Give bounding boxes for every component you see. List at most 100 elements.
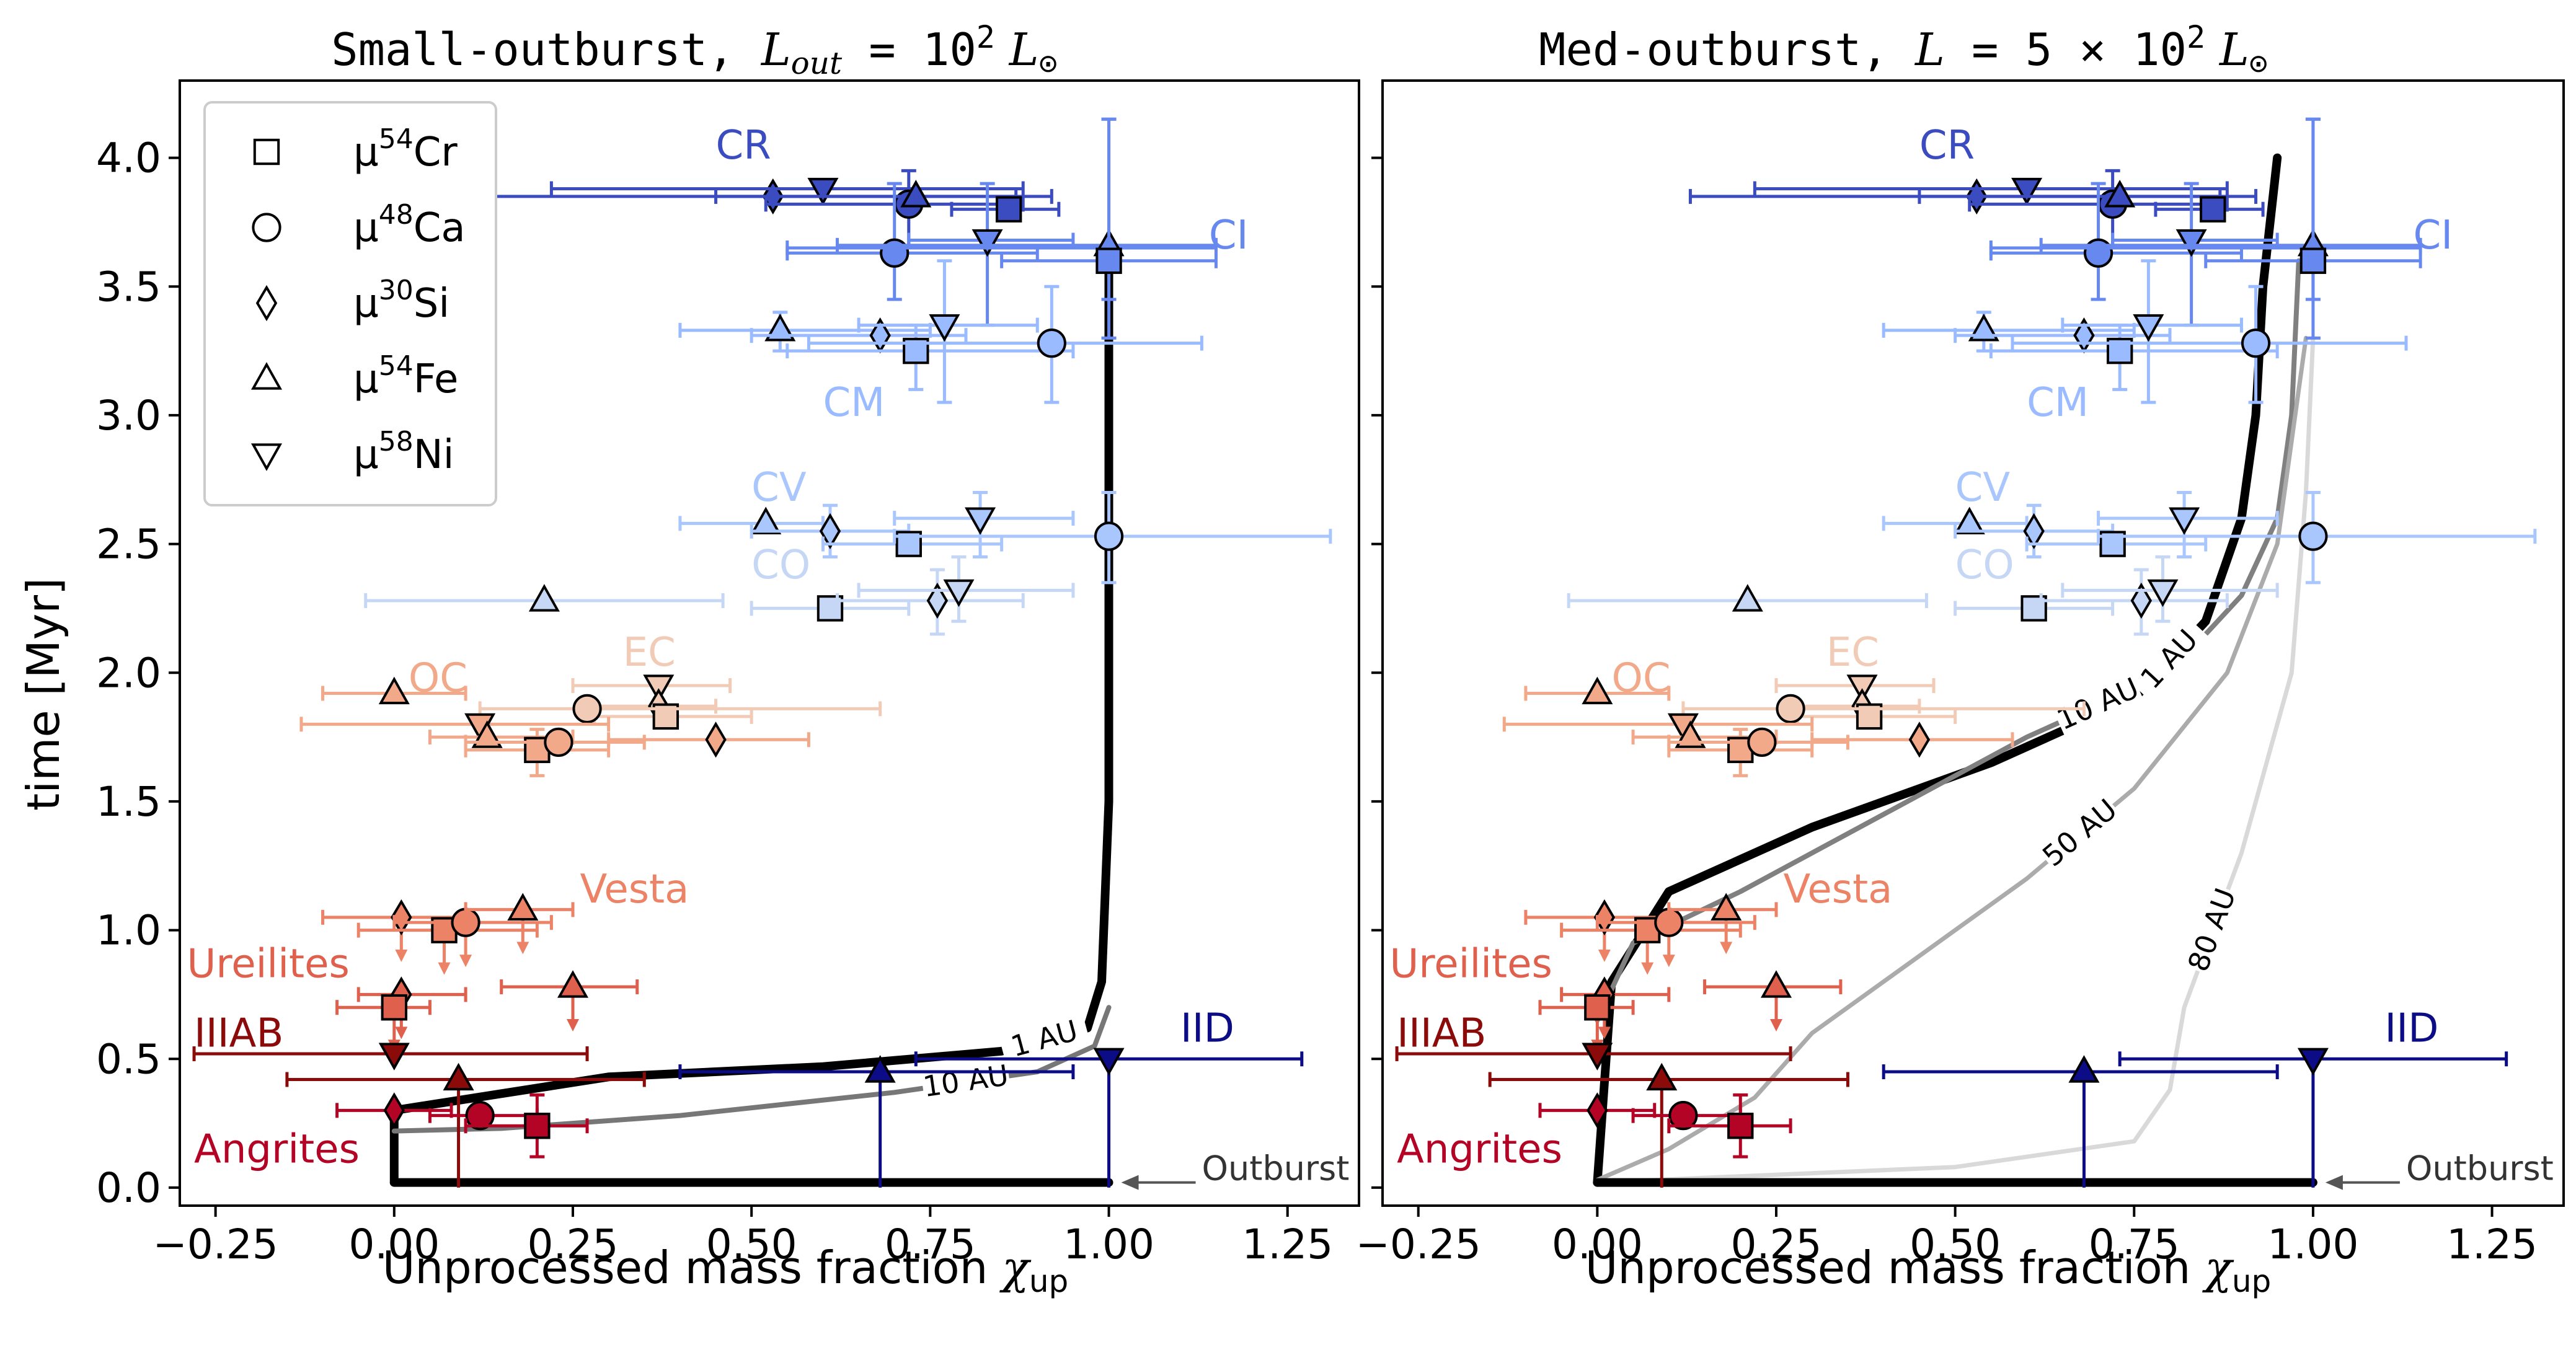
meteorite-group-cr xyxy=(485,169,1061,250)
data-point-square xyxy=(817,595,844,622)
meteorite-group-cv xyxy=(678,491,1332,585)
data-point-triangle-down xyxy=(2169,507,2200,535)
data-point-triangle-up xyxy=(1582,676,1613,705)
data-point-triangle-down xyxy=(643,674,675,702)
data-point-circle xyxy=(2083,238,2113,268)
group-label-ec: EC xyxy=(1826,630,1879,676)
legend-entry: μ58Ni xyxy=(353,426,454,478)
outburst-label: Outburst xyxy=(2406,1149,2554,1188)
meteorite-group-angrites xyxy=(1538,1092,1792,1159)
group-label-ureilites: Ureilites xyxy=(1390,942,1552,987)
x-axis-label-right: Unprocessed mass fraction χup xyxy=(1585,1242,2272,1299)
panel-title-left-sun: ⊙ xyxy=(1039,45,1058,81)
data-point-diamond xyxy=(2130,582,2153,619)
data-point-diamond xyxy=(2023,513,2045,549)
data-point-triangle-up xyxy=(1646,1062,1678,1091)
x-tick-label-right: 0.25 xyxy=(1731,1221,1822,1268)
curve-label-bg xyxy=(2127,615,2210,701)
panel-title-left-end: L xyxy=(995,24,1039,76)
x-tick-label-left: 0.75 xyxy=(885,1221,976,1268)
outburst-arrow-head xyxy=(2325,1175,2343,1190)
x-tick-label-left: 0.50 xyxy=(706,1221,797,1268)
group-label-iiiab: IIIAB xyxy=(194,1011,283,1057)
y-tick-label: 0.5 xyxy=(96,1035,161,1083)
data-point-triangle-up xyxy=(1711,893,1742,921)
meteorite-group-ci xyxy=(1989,117,2422,340)
meteorite-group-oc xyxy=(299,676,810,777)
curve-label: 50 AU xyxy=(2036,792,2123,873)
data-point-circle xyxy=(880,238,910,268)
data-point-triangle-down xyxy=(929,314,960,342)
x-tick-label-right: 0.50 xyxy=(1910,1221,2001,1268)
curve-label-bg xyxy=(2051,670,2144,735)
legend-marker-square xyxy=(253,138,280,166)
data-point-triangle-up xyxy=(1760,970,1792,998)
meteorite-group-ureilites xyxy=(1538,970,1843,1053)
upper-limit-arrow-head xyxy=(1598,949,1611,962)
group-label-cm: CM xyxy=(823,380,885,426)
data-point-square xyxy=(995,196,1022,223)
y-tick-label: 3.5 xyxy=(96,263,161,311)
data-point-square xyxy=(1095,247,1122,274)
data-point-square xyxy=(2299,247,2327,274)
group-label-iid: IID xyxy=(1180,1005,1234,1051)
upper-limit-arrow-head xyxy=(395,1027,408,1040)
panel-title-left-sup: 2 xyxy=(976,19,995,55)
meteorite-group-iid xyxy=(1882,1048,2508,1188)
data-point-triangle-up xyxy=(528,584,560,612)
data-point-diamond xyxy=(819,513,841,549)
x-tick-label-right: 0.75 xyxy=(2089,1221,2180,1268)
group-label-ec: EC xyxy=(623,630,676,676)
upper-limit-arrow-head xyxy=(1598,1027,1611,1040)
data-point-circle xyxy=(2241,329,2271,358)
data-point-diamond xyxy=(926,582,949,619)
outburst-arrow-head xyxy=(1121,1175,1139,1190)
x-axis-label-left: Unprocessed mass fraction χup xyxy=(383,1242,1069,1299)
data-point-triangle-up xyxy=(2104,180,2136,208)
panel-title-left-sub: out xyxy=(791,45,843,81)
x-tick-label-left: 0.00 xyxy=(348,1221,440,1268)
data-point-triangle-down xyxy=(2297,1048,2329,1076)
panel-title-right-math: L xyxy=(1914,24,1945,76)
panel-title-right-end: L xyxy=(2205,24,2249,76)
group-label-ci: CI xyxy=(1209,213,1249,258)
data-point-triangle-up xyxy=(507,893,539,921)
meteorite-group-iiiab xyxy=(192,1043,646,1188)
data-point-circle xyxy=(465,1101,495,1131)
x-tick-label-left: −0.25 xyxy=(153,1221,278,1268)
data-point-triangle-down xyxy=(2175,229,2207,257)
y-tick-label: 1.5 xyxy=(96,778,161,826)
upper-limit-arrow-head xyxy=(516,942,529,955)
data-point-triangle-down xyxy=(2133,314,2164,342)
group-label-ci: CI xyxy=(2414,213,2453,258)
axes-frame-left xyxy=(179,79,1360,1207)
panel-title-left: Small-outburst, Lout = 102 L⊙ xyxy=(331,19,1057,81)
x-tick-label-left: 1.00 xyxy=(1063,1221,1154,1268)
x-axis-label-right-sym: χ xyxy=(2202,1242,2234,1294)
legend-box xyxy=(203,101,497,506)
data-point-diamond xyxy=(1593,899,1616,935)
upper-limit-arrow-head xyxy=(567,1018,579,1031)
data-point-diamond xyxy=(1587,1092,1608,1129)
group-label-oc: OC xyxy=(1611,656,1670,702)
upper-limit-arrow-head xyxy=(1770,1018,1782,1031)
group-label-cm: CM xyxy=(2027,380,2089,426)
meteorite-group-ec xyxy=(478,674,882,730)
data-point-circle xyxy=(1668,1101,1698,1131)
data-point-triangle-down xyxy=(972,229,1003,257)
legend-entry: μ54Fe xyxy=(353,350,458,402)
panel-title-left-math: L xyxy=(760,24,791,76)
data-point-circle xyxy=(1747,727,1777,757)
meteorite-group-cr xyxy=(1688,169,2265,250)
panel-title-left-prefix: Small-outburst, xyxy=(331,24,761,76)
group-label-cr: CR xyxy=(716,123,771,169)
data-point-diamond xyxy=(1908,722,1931,758)
panel-title-right: Med-outburst, L = 5 × 102 L⊙ xyxy=(1539,19,2268,81)
curve-label-bg xyxy=(2035,791,2123,872)
x-tick-label-right: 1.25 xyxy=(2446,1221,2538,1268)
data-point-triangle-up xyxy=(378,676,410,705)
